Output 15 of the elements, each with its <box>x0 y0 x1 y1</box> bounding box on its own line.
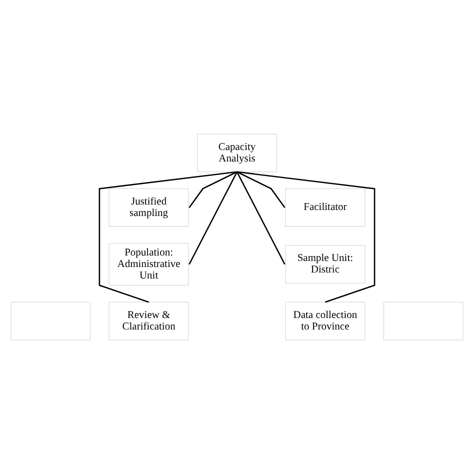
node-box: Data collection to Province <box>285 302 366 340</box>
node-box: Justified sampling <box>108 188 189 227</box>
connector <box>188 171 238 208</box>
node-box <box>10 302 91 340</box>
node-box: Capacity Analysis <box>197 134 277 172</box>
node-box: Facilitator <box>285 188 366 227</box>
connector <box>188 172 238 265</box>
connector <box>236 171 286 208</box>
node-box: Sample Unit: Distric <box>285 245 366 284</box>
node-box: Review & Clarification <box>108 302 189 340</box>
connector <box>98 171 238 303</box>
connector <box>236 171 376 303</box>
connector <box>236 172 286 265</box>
node-box: Population: Administrative Unit <box>108 242 189 286</box>
node-box <box>383 302 464 340</box>
